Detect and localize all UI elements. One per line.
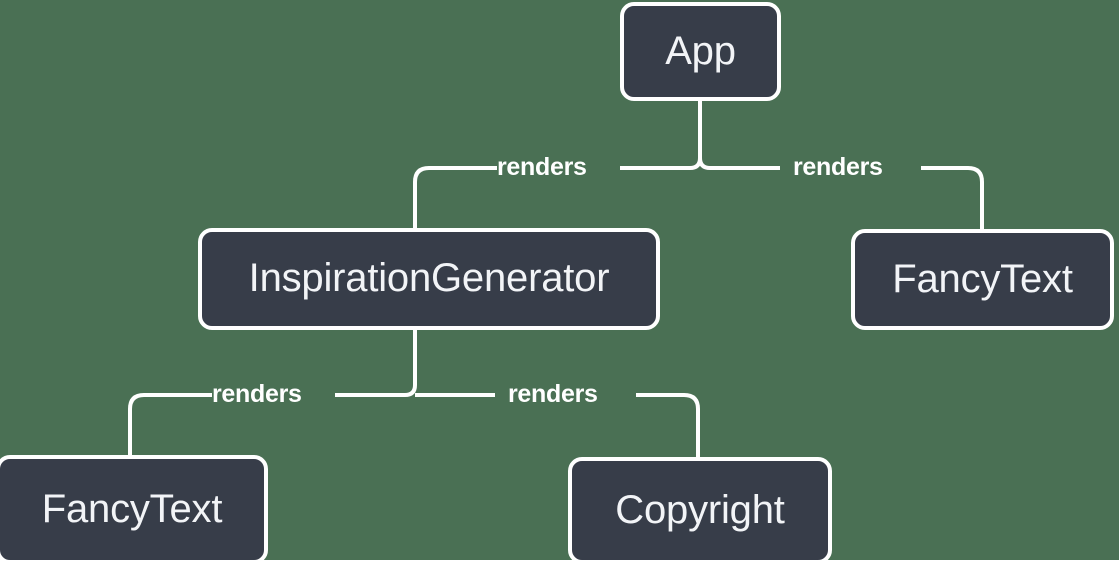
node-fancytext-right[interactable]: FancyText: [851, 229, 1114, 330]
node-fancytext-bottom-label: FancyText: [41, 486, 223, 531]
edge-label-inspiration-generator-to-fancytext-bottom: renders: [212, 380, 302, 408]
edge-label-app-to-inspiration-generator: renders: [497, 153, 587, 181]
edge-inspiration-generator-to-fancytext-bottom: [335, 384, 417, 397]
edge-inspiration-generator-to-fancytext-bottom-mid: [128, 393, 212, 455]
edge-label-app-to-fancytext-right: renders: [793, 153, 883, 181]
node-inspiration-generator[interactable]: InspirationGenerator: [198, 228, 660, 330]
node-fancytext-right-label: FancyText: [892, 256, 1073, 301]
edge-app-to-inspiration-generator-mid: [413, 166, 497, 228]
node-fancytext-bottom[interactable]: FancyText: [0, 455, 268, 564]
edge-label-inspiration-generator-to-copyright: renders: [508, 380, 598, 408]
node-copyright-label: Copyright: [615, 487, 785, 532]
edge-app-to-fancytext-right-mid: [921, 166, 984, 229]
node-inspiration-generator-label: InspirationGenerator: [248, 256, 610, 300]
node-copyright[interactable]: Copyright: [568, 457, 832, 564]
node-app[interactable]: App: [620, 2, 781, 101]
edge-inspiration-generator-to-copyright-mid: [636, 393, 700, 457]
edge-app-to-inspiration-generator: [620, 157, 702, 170]
node-app-label: App: [665, 28, 736, 73]
edge-app-to-fancytext-right: [698, 157, 780, 170]
